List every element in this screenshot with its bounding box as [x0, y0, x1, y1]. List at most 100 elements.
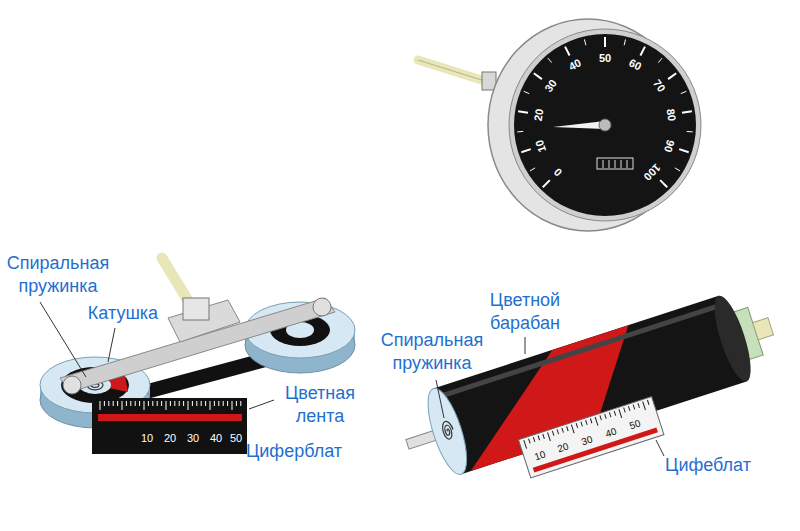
scale-tick — [214, 401, 215, 406]
scale-tick — [166, 401, 167, 410]
scale-number: 30 — [187, 433, 199, 444]
scale-tick — [586, 420, 588, 425]
odometer-window — [597, 158, 633, 169]
scale-tick — [624, 408, 626, 413]
scale-number: 50 — [628, 419, 642, 432]
scale-tick — [227, 401, 228, 406]
dial-number: 60 — [627, 58, 643, 73]
scale-tick — [126, 401, 127, 406]
scale-tick — [117, 401, 118, 406]
scale-tick — [232, 401, 233, 410]
drum-highlight — [436, 303, 723, 400]
scale-tick — [567, 426, 569, 431]
scale-tick — [170, 401, 171, 406]
scale-number: 10 — [533, 450, 547, 463]
dial-tick — [518, 111, 528, 113]
dial-tick — [675, 168, 680, 171]
part-label: Катушка — [88, 302, 158, 325]
scale-tick — [122, 401, 123, 410]
scale-tick — [538, 436, 540, 441]
leader-line — [656, 440, 664, 456]
scale-number: 10 — [141, 433, 153, 444]
gauge-needle — [553, 121, 605, 129]
scale-tick — [643, 402, 646, 411]
scale-tick — [192, 401, 193, 406]
scale-plate — [518, 397, 664, 478]
cable-nut — [183, 298, 209, 320]
gauge-face — [514, 34, 696, 216]
round-speedometer — [418, 19, 701, 231]
part-label: Спиральная пружинка — [1, 252, 116, 299]
odometer-digits — [603, 160, 627, 168]
part-label: Спиральная пружинка — [375, 329, 490, 376]
scale-tick — [647, 400, 649, 405]
dial-tick — [534, 73, 542, 79]
part-label: Циферблат — [246, 440, 342, 463]
scale-tick — [571, 425, 574, 434]
dial-number: 40 — [567, 58, 583, 73]
dial-number: 50 — [599, 53, 611, 64]
scale-tick — [201, 401, 202, 406]
dial-tick — [668, 73, 676, 79]
dial-tick — [543, 180, 550, 187]
dial-tick — [517, 131, 523, 132]
scale-tick — [590, 419, 592, 424]
dial-ticks — [517, 37, 692, 187]
scale-tick — [595, 417, 598, 426]
scale-tick — [174, 401, 175, 406]
scale-number: 50 — [230, 433, 242, 444]
dial-number: 30 — [543, 77, 559, 93]
drum-end-cap — [420, 384, 474, 478]
scale-tick — [144, 401, 145, 410]
dial-tick — [524, 91, 530, 93]
dial-number: 90 — [662, 138, 676, 153]
pivot — [313, 298, 331, 316]
dial-tick — [624, 39, 625, 45]
leader-line — [249, 400, 274, 409]
scale-ticks — [100, 401, 241, 410]
scale-number: 20 — [556, 442, 570, 455]
dial-tick — [565, 47, 570, 56]
scale-tick — [576, 423, 578, 428]
scale-number: 30 — [580, 434, 594, 447]
scale-tick — [135, 401, 136, 406]
dial-tick — [530, 168, 535, 171]
needle-hub — [599, 119, 611, 131]
scale-number: 40 — [210, 433, 222, 444]
scale-tick — [543, 434, 545, 439]
dial-tick — [679, 149, 689, 152]
dial-tick — [640, 47, 645, 56]
dial-tick — [604, 37, 606, 47]
leader-line — [436, 380, 444, 418]
dial-number: 10 — [534, 138, 548, 153]
scale-tick — [148, 401, 149, 406]
part-label: Цветной барабан — [478, 289, 573, 336]
scale-tick — [619, 409, 622, 418]
drive-cable — [418, 60, 488, 82]
scale-tick — [609, 412, 611, 417]
scale-tick — [223, 401, 224, 406]
dial-number: 0 — [552, 166, 564, 178]
drum-end — [707, 292, 758, 385]
scale-tick — [638, 403, 640, 408]
drive-cable — [753, 318, 774, 340]
scale-tick — [196, 401, 197, 406]
scale-tick — [183, 401, 184, 406]
leader-line — [525, 337, 526, 354]
leader-line — [40, 302, 86, 377]
dial-tick — [548, 58, 552, 63]
scale-tick — [179, 401, 180, 406]
scale-tick — [218, 401, 219, 406]
scale-tick — [130, 401, 131, 406]
scale-tick — [605, 414, 607, 419]
dial-number: 20 — [532, 108, 545, 122]
scale-tick — [188, 401, 189, 410]
gauge-rim — [509, 29, 701, 221]
scale-number: 20 — [164, 433, 176, 444]
spiral-spring — [440, 420, 455, 440]
scale-plate — [92, 398, 247, 454]
scale-tick — [236, 401, 237, 406]
